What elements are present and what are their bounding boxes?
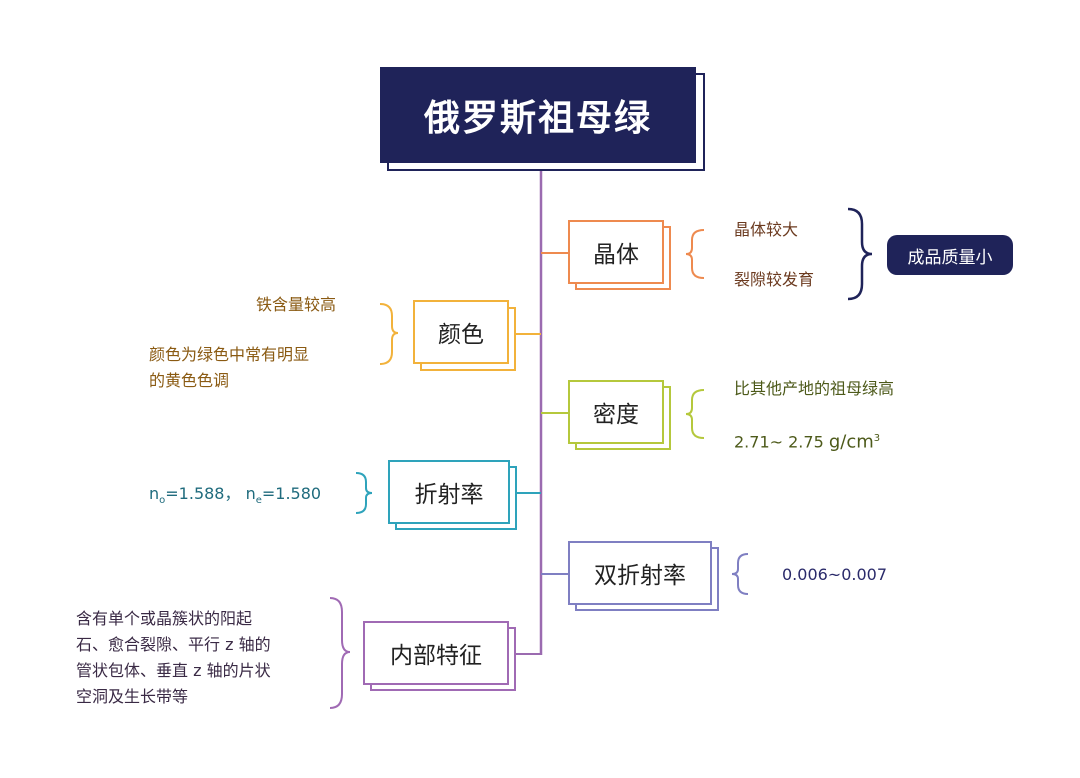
crystal-note-1: 晶体较大 bbox=[734, 220, 799, 239]
page-title: 俄罗斯祖母绿 bbox=[423, 98, 652, 139]
crystal-box bbox=[568, 220, 664, 284]
density-value-main: 2.71~ 2.75 bbox=[734, 432, 824, 452]
color-box bbox=[413, 300, 509, 364]
n-e-value: =1.580 bbox=[261, 484, 322, 503]
density-note-1: 比其他产地的祖母绿高 bbox=[734, 379, 895, 398]
color-note-2: 颜色为绿色中常有明显 bbox=[149, 345, 310, 364]
refractive-box bbox=[388, 460, 510, 524]
birefringence-value: 0.006~0.007 bbox=[782, 565, 888, 584]
n-o-symbol: n bbox=[149, 484, 160, 503]
n-o-sub: o bbox=[159, 495, 166, 507]
inclusions-note-1: 含有单个或晶簇状的阳起 bbox=[76, 609, 253, 628]
inclusions-note-2: 石、愈合裂隙、平行 z 轴的 bbox=[76, 635, 271, 654]
color-note-1: 铁含量较高 bbox=[256, 295, 337, 314]
color-note-3: 的黄色色调 bbox=[149, 371, 230, 390]
density-brace bbox=[685, 389, 705, 439]
birefringence-label: 双折射率 bbox=[594, 563, 686, 589]
color-brace bbox=[379, 303, 399, 365]
inclusions-box bbox=[363, 621, 509, 685]
density-box bbox=[568, 380, 664, 444]
inclusions-note-3: 管状包体、垂直 z 轴的片状 bbox=[76, 661, 271, 680]
refractive-brace bbox=[355, 472, 373, 514]
density-value: 2.71~ 2.75 g/cm3 bbox=[734, 425, 880, 455]
refractive-values: no=1.588， ne=1.580 bbox=[149, 480, 321, 514]
density-value-unit: g/cm bbox=[828, 431, 874, 453]
inclusions-note-4: 空洞及生长带等 bbox=[76, 687, 189, 706]
density-label: 密度 bbox=[593, 402, 639, 428]
density-value-sup: 3 bbox=[873, 433, 881, 444]
birefringence-brace bbox=[731, 553, 749, 595]
quality-badge: 成品质量小 bbox=[887, 235, 1013, 275]
crystal-label: 晶体 bbox=[593, 242, 639, 268]
refractive-label: 折射率 bbox=[414, 482, 484, 508]
n-e-symbol: n bbox=[245, 484, 256, 503]
n-e-sub: e bbox=[255, 495, 262, 507]
crystal-note-2: 裂隙较发育 bbox=[734, 270, 815, 289]
crystal-brace bbox=[685, 229, 705, 279]
color-label: 颜色 bbox=[438, 322, 484, 348]
inclusions-label: 内部特征 bbox=[390, 643, 482, 669]
n-o-value: =1.588， bbox=[165, 484, 241, 503]
quality-brace bbox=[847, 207, 873, 301]
inclusions-brace bbox=[329, 597, 351, 709]
title-box bbox=[380, 67, 696, 163]
birefringence-box bbox=[568, 541, 712, 605]
